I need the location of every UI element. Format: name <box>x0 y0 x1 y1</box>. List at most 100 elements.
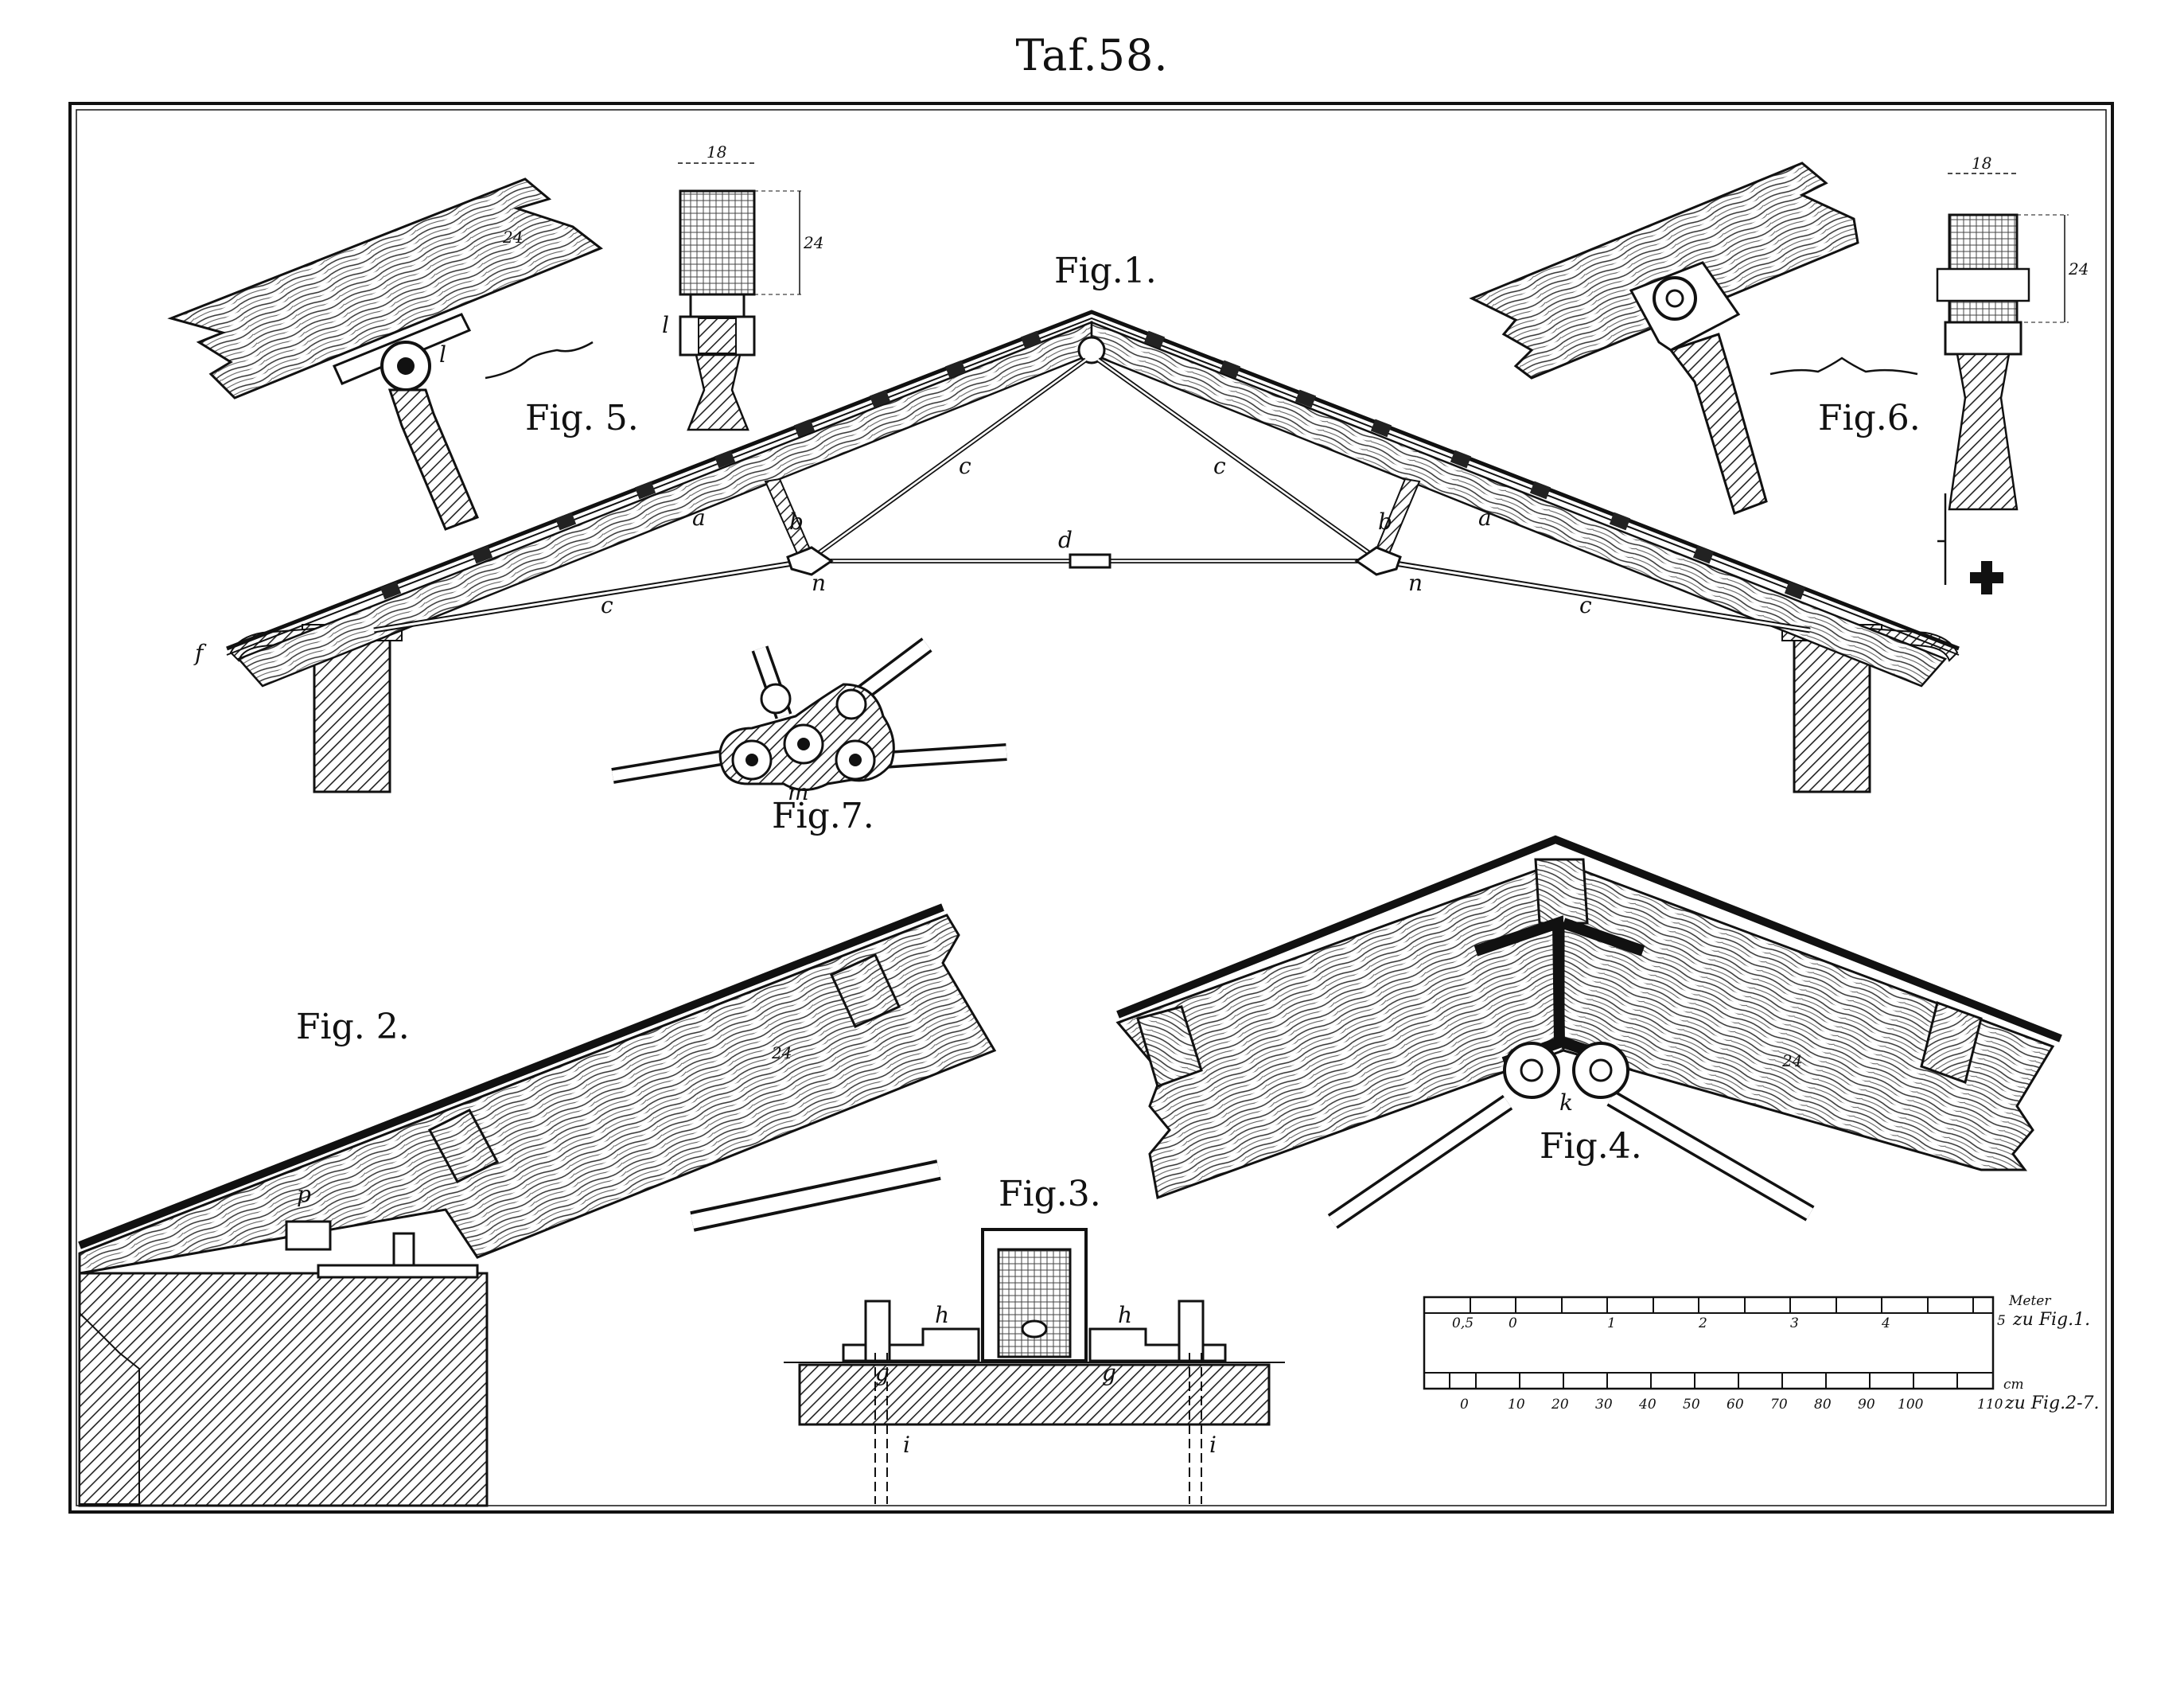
plate-border-outer <box>68 102 2114 1514</box>
scale-bottom-tick-2: 20 <box>1551 1397 1569 1413</box>
left-rafter-a <box>236 321 1093 688</box>
fig5-caption: Fig. 5. <box>525 398 639 438</box>
fig3-label-g-right: g <box>1102 1360 1116 1386</box>
fig6-rafter-shoe: Fig.6. <box>1469 162 1921 515</box>
scale-bar: 0,5 0 1 2 3 4 5 Meter zu Fig.1. 0 10 20 … <box>1423 1293 2100 1413</box>
scale-top-tick-3: 2 <box>1698 1315 1707 1331</box>
fig2-purlin-lower <box>427 1109 500 1183</box>
left-pillar <box>313 635 391 793</box>
scale-bottom-tick-10: 100 <box>1898 1397 1924 1413</box>
scale-bottom-tick-0: 0 <box>1460 1397 1469 1413</box>
fig3-label-h-right: h <box>1118 1302 1132 1328</box>
fig6-cross-section <box>1970 561 2003 594</box>
label-n-right: n <box>1408 570 1423 596</box>
fig2-wall <box>78 1272 489 1507</box>
scale-top-caption: zu Fig.1. <box>2012 1310 2090 1330</box>
fig4-roof-cover <box>1116 835 2062 1042</box>
fig4-label-k: k <box>1559 1089 1573 1116</box>
plate-border-inner <box>76 109 2107 1506</box>
label-f: f <box>193 640 207 666</box>
label-c-right: c <box>1579 592 1592 618</box>
fig6-dim-18: 18 <box>1972 154 1991 173</box>
fig3-anchor-detail: h h g g i i Fig.3. <box>784 1174 1285 1504</box>
ridge-joint <box>1077 336 1106 364</box>
scale-ticks-bottom <box>1449 1373 1958 1389</box>
roof-cover <box>226 310 1960 651</box>
scale-bottom-tick-11: 110 <box>1977 1397 2003 1413</box>
fig2-cornice <box>79 1311 140 1505</box>
fig3-bolt-left <box>864 1300 891 1362</box>
fig2-dim-24: 24 <box>771 1043 792 1062</box>
scale-bottom-caption: zu Fig.2-7. <box>2004 1393 2100 1413</box>
scale-bottom-tick-7: 70 <box>1770 1397 1788 1413</box>
scale-top-tick-5: 4 <box>1881 1315 1890 1331</box>
label-a-left: a <box>692 505 706 531</box>
fig5-brace <box>485 341 594 380</box>
label-c-inner-left: c <box>959 453 971 479</box>
scale-bottom-tick-6: 60 <box>1727 1397 1744 1413</box>
fig5-section-beam <box>679 189 756 296</box>
scale-top-unit: Meter <box>2008 1293 2051 1309</box>
fig2-rafter <box>78 914 997 1275</box>
label-c-inner-right: c <box>1213 453 1226 479</box>
fig2-base-plate <box>317 1264 479 1279</box>
fig5-dim-24: 24 <box>502 228 523 247</box>
scale-top-tick-1: 0 <box>1509 1315 1517 1331</box>
fig2-purlin-upper <box>830 953 901 1028</box>
fig3-label-g-left: g <box>875 1360 890 1386</box>
right-node-n <box>1354 546 1402 576</box>
fig5-dim-18: 18 <box>707 142 726 162</box>
fig4-right-rafter <box>1562 861 2055 1171</box>
scale-frame <box>1423 1296 1995 1390</box>
label-d: d <box>1058 527 1073 553</box>
fig3-label-h-left: h <box>935 1302 949 1328</box>
fig5-label-l: l <box>439 341 446 368</box>
fig2-roof-cover <box>78 903 944 1249</box>
scale-bottom-tick-1: 10 <box>1508 1397 1525 1413</box>
tie-rods <box>373 357 1811 633</box>
fig4-right-purlin <box>1920 1001 1983 1084</box>
fig6-column <box>1668 333 1768 515</box>
label-c-left: c <box>601 592 613 618</box>
left-node-n <box>786 546 834 576</box>
fig7-caption: Fig.7. <box>772 796 874 836</box>
fig5-section-label-l: l <box>662 312 669 338</box>
right-rafter-a <box>1090 321 1948 688</box>
fig4-dim-24: 24 <box>1781 1051 1802 1070</box>
fig5-rafter-shoe: l 24 Fig. 5. <box>167 177 639 531</box>
fig4-ridge-joint: k 24 Fig.4. <box>1115 835 2062 1230</box>
scale-ticks-top <box>1470 1297 1974 1313</box>
scale-top-tick-2: 1 <box>1607 1315 1616 1331</box>
fig5-section-dim-24: 24 <box>803 233 823 252</box>
fig1-roof-truss: a a b b c c c c d n n f Fig.1. <box>193 251 1960 793</box>
scale-bottom-tick-3: 30 <box>1595 1397 1613 1413</box>
purlin-blocks <box>380 330 1806 600</box>
scale-bottom-tick-4: 40 <box>1638 1397 1656 1413</box>
fig6-caption: Fig.6. <box>1818 398 1921 438</box>
plate-title: Taf.58. <box>1015 30 1169 80</box>
left-strut-b <box>764 477 813 559</box>
fig6-brace <box>1769 357 1918 376</box>
label-b-right: b <box>1378 509 1392 535</box>
scale-bottom-tick-5: 50 <box>1683 1397 1700 1413</box>
fig3-box-core <box>997 1248 1072 1358</box>
fig4-ridge-purlin <box>1534 858 1589 925</box>
fig6-section-dim-24: 24 <box>2068 259 2089 279</box>
fig3-base <box>798 1363 1271 1426</box>
fig5-section-view: 18 24 l <box>662 142 823 431</box>
fig2-caption: Fig. 2. <box>296 1007 410 1047</box>
fig4-left-purlin <box>1136 1005 1203 1088</box>
scale-top-tick-0: 0,5 <box>1452 1315 1474 1331</box>
fig5-column <box>387 388 479 531</box>
fig2-label-p: p <box>297 1181 311 1207</box>
scale-top-tick-6: 5 <box>1997 1313 2006 1329</box>
label-a-right: a <box>1478 505 1492 531</box>
fig3-shoe-right <box>1088 1327 1227 1362</box>
label-b-left: b <box>789 509 804 535</box>
label-n-left: n <box>812 570 826 596</box>
fig3-caption: Fig.3. <box>999 1174 1101 1214</box>
fig7-label-m: m <box>788 779 809 805</box>
fig6-section-view: 18 24 <box>1936 154 2089 594</box>
fig3-bolt-right <box>1178 1300 1205 1362</box>
